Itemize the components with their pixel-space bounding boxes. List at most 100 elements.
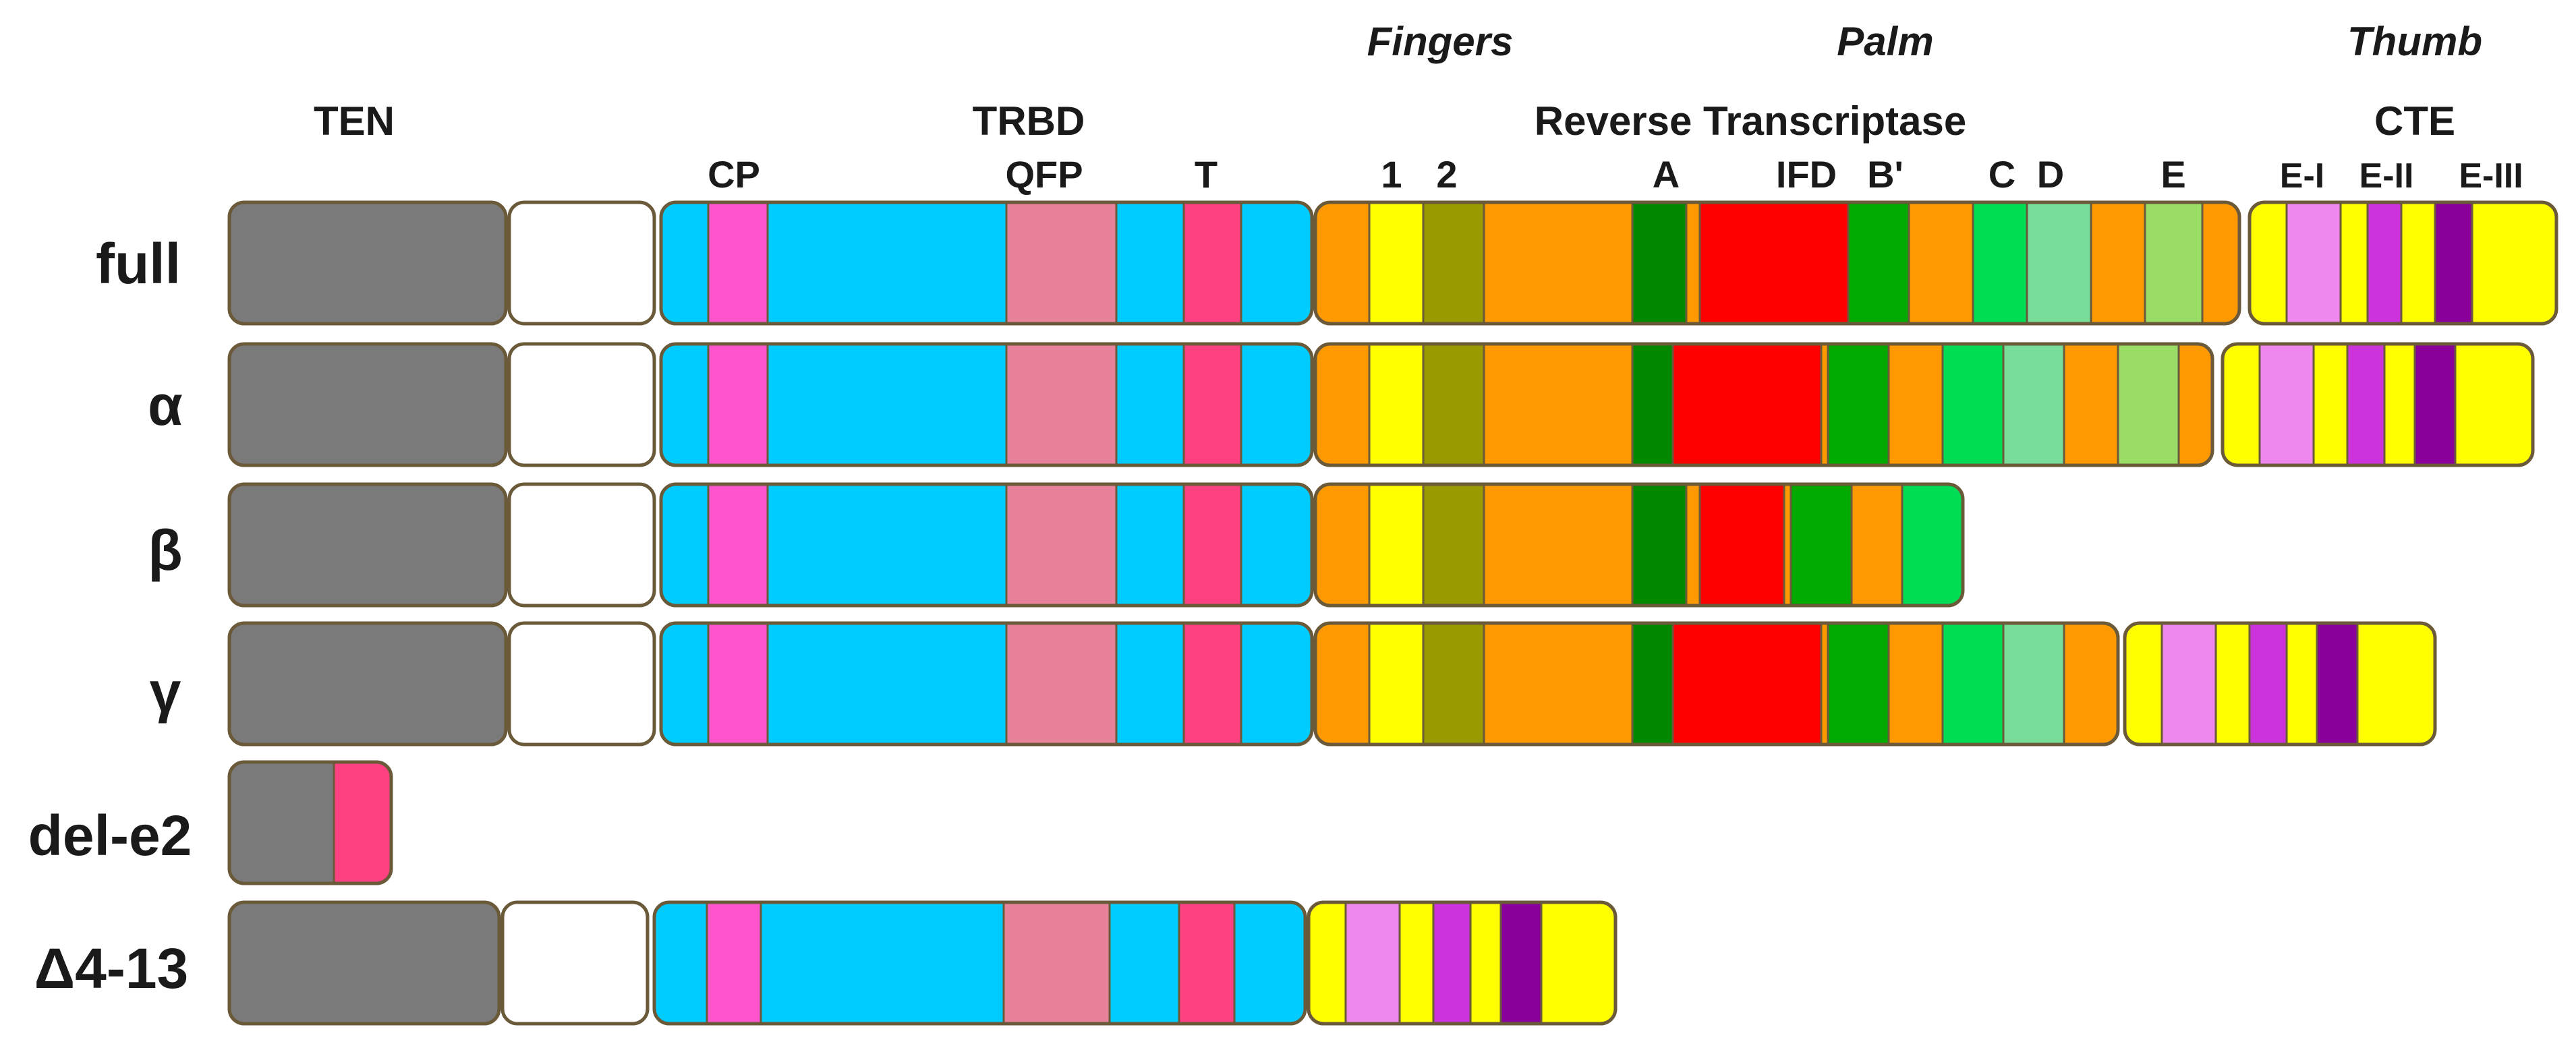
row-label-alpha: α xyxy=(148,374,183,437)
motif-ifd-label: IFD xyxy=(1776,153,1837,196)
cp-motif-band xyxy=(707,344,769,465)
ten-domain-outline xyxy=(227,760,393,885)
ten-domain-outline xyxy=(227,342,508,467)
trbd-domain-box xyxy=(661,623,1312,744)
trbd-domain-outline xyxy=(659,342,1314,467)
motif-2-label: 2 xyxy=(1436,153,1457,196)
m1-motif-band xyxy=(1368,202,1425,324)
cp-motif-band xyxy=(707,484,769,606)
isoform-row-alpha xyxy=(227,342,2535,467)
t-motif-band xyxy=(1182,484,1242,606)
motif-a-label: A xyxy=(1653,153,1680,196)
trbd-domain-outline xyxy=(652,900,1307,1026)
cte-label: CTE xyxy=(2374,98,2455,144)
ifd-motif-band xyxy=(1671,344,1823,465)
linker-domain-box xyxy=(509,344,654,465)
linker-domain-box xyxy=(509,484,654,606)
t-motif-band xyxy=(1182,344,1242,465)
m1-motif-band xyxy=(1368,484,1425,606)
ten-domain-box xyxy=(229,344,506,465)
row-label-full: full xyxy=(96,232,181,295)
row-label-beta: β xyxy=(148,519,182,582)
ei-motif-band xyxy=(2258,344,2315,465)
t-motif-band xyxy=(333,762,391,883)
linker-domain-box xyxy=(509,202,654,324)
motif-qfp-label: QFP xyxy=(1005,153,1083,196)
thumb-label: Thumb xyxy=(2347,19,2482,64)
ten-domain-box xyxy=(229,623,506,744)
rt-label: Reverse Transcriptase xyxy=(1535,98,1966,144)
c-motif-band xyxy=(1941,344,2005,465)
cte-domain-outline xyxy=(2123,621,2437,747)
t-motif-band xyxy=(1182,623,1242,744)
ten-domain-box xyxy=(229,202,506,324)
qfp-motif-band xyxy=(1005,202,1118,324)
d-motif-band xyxy=(2026,202,2092,324)
eii-motif-band xyxy=(1432,902,1472,1024)
linker-domain-outline xyxy=(507,200,656,326)
e-motif-band xyxy=(2144,202,2204,324)
c-motif-band xyxy=(1941,623,2005,744)
ifd-motif-band xyxy=(1698,484,1785,606)
cte-domain-outline xyxy=(1307,900,1618,1026)
motif-c-label: C xyxy=(1988,153,2015,196)
motif-t-label: T xyxy=(1195,153,1218,196)
cp-motif-band xyxy=(706,902,762,1024)
motif-e-label: E xyxy=(2160,153,2185,196)
a-motif-band xyxy=(1631,623,1674,744)
eii-motif-band xyxy=(2366,202,2403,324)
row-label-del-e2: del-e2 xyxy=(28,804,192,867)
d-motif-band xyxy=(2002,344,2065,465)
ten-domain-box xyxy=(229,484,506,606)
rt-domain-outline xyxy=(1313,482,1965,608)
cte-domain-outline xyxy=(2248,200,2558,326)
eiii-motif-band xyxy=(2413,344,2457,465)
trbd-domain-box xyxy=(661,484,1312,606)
ten-domain-outline xyxy=(227,200,508,326)
m2-motif-band xyxy=(1422,202,1485,324)
linker-domain-box xyxy=(509,623,654,744)
trbd-domain-box xyxy=(654,902,1305,1024)
t-motif-band xyxy=(1178,902,1236,1024)
trbd-domain-outline xyxy=(659,482,1314,608)
c-motif-band xyxy=(1972,202,2028,324)
qfp-motif-band xyxy=(1005,484,1118,606)
trbd-domain-box xyxy=(661,344,1312,465)
m2-motif-band xyxy=(1422,344,1485,465)
isoform-row-delta4-13 xyxy=(227,900,1618,1026)
eiii-motif-band xyxy=(2434,202,2473,324)
eii-motif-band xyxy=(2248,623,2288,744)
motif-bprime-label: B' xyxy=(1867,153,1904,196)
motif-ei-label: E-I xyxy=(2280,156,2324,196)
row-label-delta4-13: Δ4-13 xyxy=(34,937,189,1000)
ei-motif-band xyxy=(2285,202,2342,324)
linker-domain-outline xyxy=(500,900,650,1026)
motif-cp-label: CP xyxy=(708,153,760,196)
bprime-motif-band xyxy=(1847,202,1910,324)
cp-motif-band xyxy=(707,202,769,324)
rt-domain-outline xyxy=(1313,621,2120,747)
ten-domain-outline xyxy=(227,621,508,747)
domain-bars xyxy=(227,200,2558,1026)
bprime-motif-band xyxy=(1827,344,1890,465)
cte-domain-outline xyxy=(2221,342,2535,467)
a-motif-band xyxy=(1631,484,1688,606)
d-motif-band xyxy=(2002,623,2065,744)
trbd-label: TRBD xyxy=(973,98,1085,144)
ei-motif-band xyxy=(2160,623,2217,744)
bprime-motif-band xyxy=(1827,623,1890,744)
motif-eii-label: E-II xyxy=(2359,156,2414,196)
e-motif-band xyxy=(2117,344,2180,465)
motif-d-label: D xyxy=(2037,153,2064,196)
motif-eiii-label: E-III xyxy=(2459,156,2523,196)
ifd-motif-band xyxy=(1698,202,1850,324)
a-motif-band xyxy=(1631,202,1688,324)
ei-motif-band xyxy=(1344,902,1401,1024)
eii-motif-band xyxy=(2346,344,2386,465)
m2-motif-band xyxy=(1422,623,1485,744)
isoform-row-gamma xyxy=(227,621,2437,747)
trbd-domain-outline xyxy=(659,200,1314,326)
t-motif-band xyxy=(1182,202,1242,324)
row-label-gamma: γ xyxy=(150,660,181,724)
